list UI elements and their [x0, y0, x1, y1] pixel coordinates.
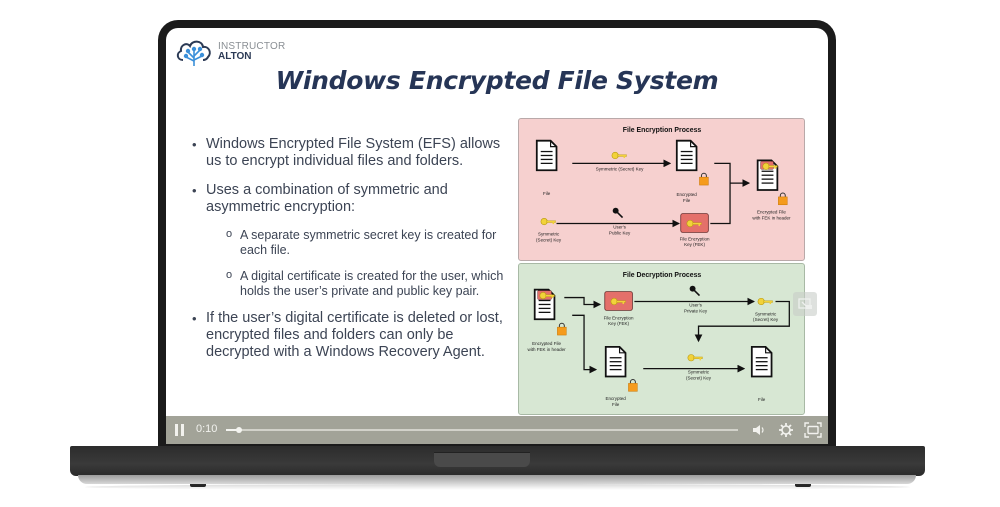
- symmetric-key-icon: [540, 217, 557, 226]
- connector: [710, 162, 731, 225]
- symmetric-key-icon: [687, 353, 703, 362]
- pause-button[interactable]: [175, 424, 184, 436]
- label-fek: File Encryption: [604, 315, 634, 320]
- label-fek: File Encryption: [680, 236, 710, 241]
- label-encrypted-file: Encrypted: [676, 192, 697, 197]
- label-private-key: User's: [689, 302, 702, 307]
- label-enc-file-2: File: [612, 402, 620, 407]
- label-sym-key: Symmetric: [538, 231, 560, 236]
- label-enc-file: Encrypted: [605, 396, 626, 401]
- pause-icon: [175, 424, 178, 436]
- label-result-2: with FEK in header: [752, 216, 791, 221]
- decryption-process-diagram: File Decryption Process Encrypted File w…: [518, 263, 805, 415]
- encrypted-file-icon: [604, 346, 627, 378]
- private-key-icon: [688, 284, 701, 297]
- volume-icon[interactable]: [752, 422, 766, 438]
- sub-bullet-item: A separate symmetric secret key is creat…: [192, 227, 512, 258]
- label-sym-key-arrow-2: (Secret) Key: [686, 375, 712, 380]
- arrow: [564, 296, 602, 309]
- symmetric-key-icon: [757, 297, 774, 306]
- encryption-diagram-svg: File Encryption Process File Symmetric (…: [535, 127, 791, 247]
- cloud-circuit-icon: [176, 40, 211, 66]
- decryption-title: File Decryption Process: [623, 272, 702, 279]
- label-source-2: with FEK in header: [527, 347, 566, 352]
- label-sym-key-2: (Secret) Key: [753, 317, 779, 322]
- connector: [694, 300, 790, 343]
- lock-icon: [698, 172, 709, 186]
- gear-icon[interactable]: [778, 422, 794, 438]
- arrow: [572, 314, 598, 374]
- label-public-key: User's: [613, 224, 626, 229]
- video-player-screen[interactable]: INSTRUCTOR ALTON Windows Encrypted File …: [166, 28, 828, 444]
- encryption-process-diagram: File Encryption Process File Symmetric (…: [518, 118, 805, 261]
- label-source: Encrypted File: [532, 341, 561, 346]
- sub-bullet-list: A separate symmetric secret key is creat…: [192, 227, 512, 299]
- label-sym-key: Symmetric: [755, 311, 777, 316]
- encrypted-file-icon: [675, 139, 698, 172]
- label-result: Encrypted File: [757, 210, 786, 215]
- label-sym-key-arrow: Symmetric: [688, 370, 710, 375]
- progress-handle[interactable]: [235, 427, 242, 433]
- label-sym-key-2: (Secret) Key: [536, 237, 562, 242]
- bullet-item: If the user’s digital certificate is del…: [192, 310, 512, 361]
- laptop-foot: [795, 484, 811, 487]
- logo-line-1: INSTRUCTOR: [218, 41, 286, 52]
- logo-line-2: ALTON: [218, 51, 252, 62]
- label-fek-2: Key (FEK): [608, 321, 629, 326]
- sub-bullet-item: A digital certificate is created for the…: [192, 268, 512, 299]
- decryption-diagram-svg: File Decryption Process Encrypted File w…: [527, 272, 790, 407]
- bullet-item: Windows Encrypted File System (EFS) allo…: [192, 136, 512, 170]
- public-key-icon: [611, 206, 624, 219]
- laptop-foot: [190, 484, 206, 487]
- encryption-title: File Encryption Process: [623, 127, 702, 134]
- label-symmetric-key: Symmetric (Secret) Key: [596, 166, 644, 171]
- laptop-base: [70, 446, 925, 476]
- label-file: File: [758, 397, 766, 402]
- bullet-item: Uses a combination of symmetric and asym…: [192, 182, 512, 216]
- file-document-icon: [535, 139, 558, 172]
- label-public-key-2: Public Key: [609, 230, 631, 235]
- label-private-key-2: Private Key: [684, 308, 708, 313]
- bullet-list: Windows Encrypted File System (EFS) allo…: [192, 136, 512, 373]
- lock-icon: [556, 322, 567, 336]
- progress-slider[interactable]: [226, 427, 738, 433]
- label-fek-2: Key (FEK): [684, 242, 705, 247]
- symmetric-key-icon: [611, 151, 628, 160]
- file-document-icon: [750, 346, 773, 378]
- label-encrypted-file-2: File: [683, 198, 691, 203]
- lock-icon: [777, 192, 788, 206]
- slide-title: Windows Encrypted File System: [275, 66, 719, 95]
- zoom-image-button[interactable]: [793, 292, 817, 316]
- current-time: 0:10: [196, 423, 218, 435]
- zoom-image-icon: [798, 298, 812, 309]
- laptop-notch: [434, 452, 530, 467]
- progress-fill: [226, 429, 239, 431]
- laptop-shadow: [85, 484, 910, 490]
- instructor-logo: INSTRUCTOR ALTON: [174, 36, 285, 68]
- laptop-base-edge: [78, 475, 916, 484]
- lock-icon: [627, 378, 638, 392]
- video-controls-bar: 0:10: [166, 416, 828, 444]
- fullscreen-icon[interactable]: [804, 422, 822, 438]
- label-file: File: [543, 191, 551, 196]
